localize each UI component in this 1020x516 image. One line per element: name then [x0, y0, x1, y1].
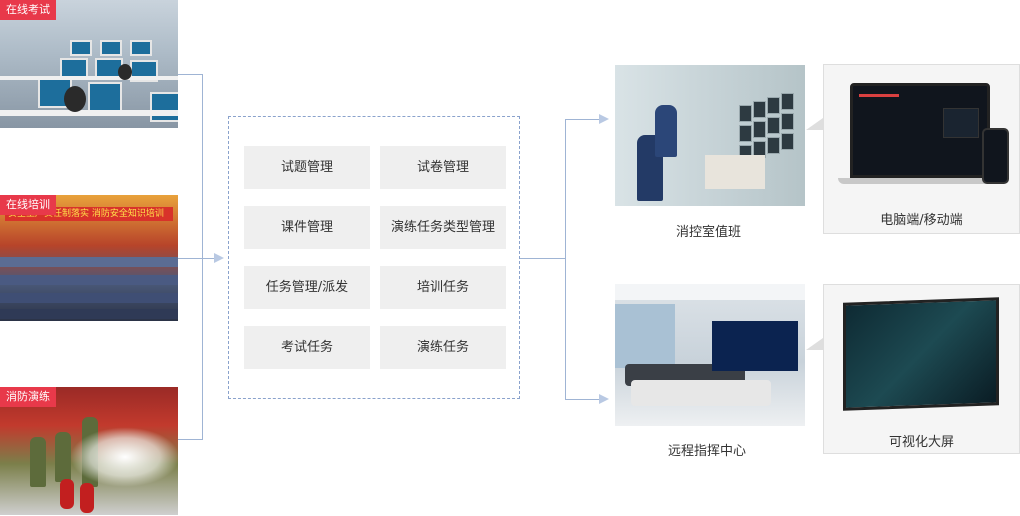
extinguisher: [60, 479, 74, 509]
connector-line: [178, 74, 202, 75]
visual-screen-label: 可视化大屏: [888, 435, 954, 450]
monitor: [130, 40, 152, 56]
window: [615, 304, 675, 368]
video-wall: [712, 321, 798, 371]
laptop-base: [838, 178, 1002, 184]
fire-control-room-caption: 消控室值班: [676, 225, 742, 240]
guard: [655, 105, 677, 157]
monitor: [70, 40, 92, 56]
person: [118, 64, 132, 80]
audience-row: [0, 309, 178, 319]
online-training-photo: 安全生产责任制落实 消防安全知识培训 在线培训: [0, 195, 178, 321]
extinguisher-spray: [70, 427, 178, 487]
desk: [0, 76, 178, 80]
callout-tail: [806, 118, 823, 130]
module-drill-type-management: 演练任务类型管理: [380, 206, 506, 249]
cctv-screen: [767, 137, 780, 154]
cctv-screen: [767, 97, 780, 114]
online-exam-tag: 在线考试: [0, 0, 56, 20]
ui-bar: [859, 94, 899, 97]
cctv-screen: [753, 101, 766, 118]
connector-line: [202, 74, 203, 440]
module-paper-management: 试卷管理: [380, 146, 506, 189]
ui-panel: [943, 108, 979, 138]
audience-row: [0, 257, 178, 267]
arrow-right-icon: [599, 394, 609, 404]
person: [64, 86, 86, 112]
management-modules-box: [228, 116, 520, 399]
cctv-screen: [739, 125, 752, 142]
pc-mobile-label: 电脑端/移动端: [880, 213, 963, 228]
arrow-right-icon: [599, 114, 609, 124]
module-question-management: 试题管理: [244, 146, 370, 189]
cctv-screen: [781, 113, 794, 130]
desk: [0, 110, 178, 116]
online-training-tag: 在线培训: [0, 195, 56, 215]
connector-line: [565, 119, 566, 399]
mobile-phone: [982, 128, 1009, 184]
module-task-dispatch: 任务管理/派发: [244, 266, 370, 309]
fire-control-room-photo: [615, 65, 805, 206]
module-exam-task: 考试任务: [244, 326, 370, 369]
monitor: [88, 82, 122, 112]
module-courseware-management: 课件管理: [244, 206, 370, 249]
cctv-screen: [781, 133, 794, 150]
connector-line: [520, 258, 565, 259]
connector-line: [178, 439, 202, 440]
extinguisher: [80, 483, 94, 513]
monitor: [150, 92, 178, 122]
command-center-caption: 远程指挥中心: [668, 444, 747, 459]
cctv-screen: [781, 93, 794, 110]
cctv-screen: [739, 105, 752, 122]
fire-drill-photo: 消防演练: [0, 387, 178, 515]
connector-line: [178, 258, 214, 259]
console-desk: [631, 380, 771, 406]
arrow-right-icon: [214, 253, 224, 263]
audience-row: [0, 275, 178, 285]
cctv-screen: [753, 121, 766, 138]
training-banner-text: 安全生产责任制落实 消防安全知识培训: [8, 209, 164, 219]
firefighter: [55, 432, 71, 482]
module-drill-task: 演练任务: [380, 326, 506, 369]
audience-row: [0, 293, 178, 303]
cctv-screen: [767, 117, 780, 134]
monitor: [100, 40, 122, 56]
big-display-screen: [843, 297, 999, 411]
firefighter: [30, 437, 46, 487]
online-exam-photo: 在线考试: [0, 0, 178, 128]
connector-line: [565, 399, 599, 400]
laptop-screen: [850, 83, 990, 178]
connector-line: [565, 119, 599, 120]
module-training-task: 培训任务: [380, 266, 506, 309]
command-center-photo: [615, 284, 805, 426]
ceiling: [615, 284, 805, 300]
fire-drill-tag: 消防演练: [0, 387, 56, 407]
callout-tail: [806, 338, 823, 350]
console-desk: [705, 155, 765, 189]
